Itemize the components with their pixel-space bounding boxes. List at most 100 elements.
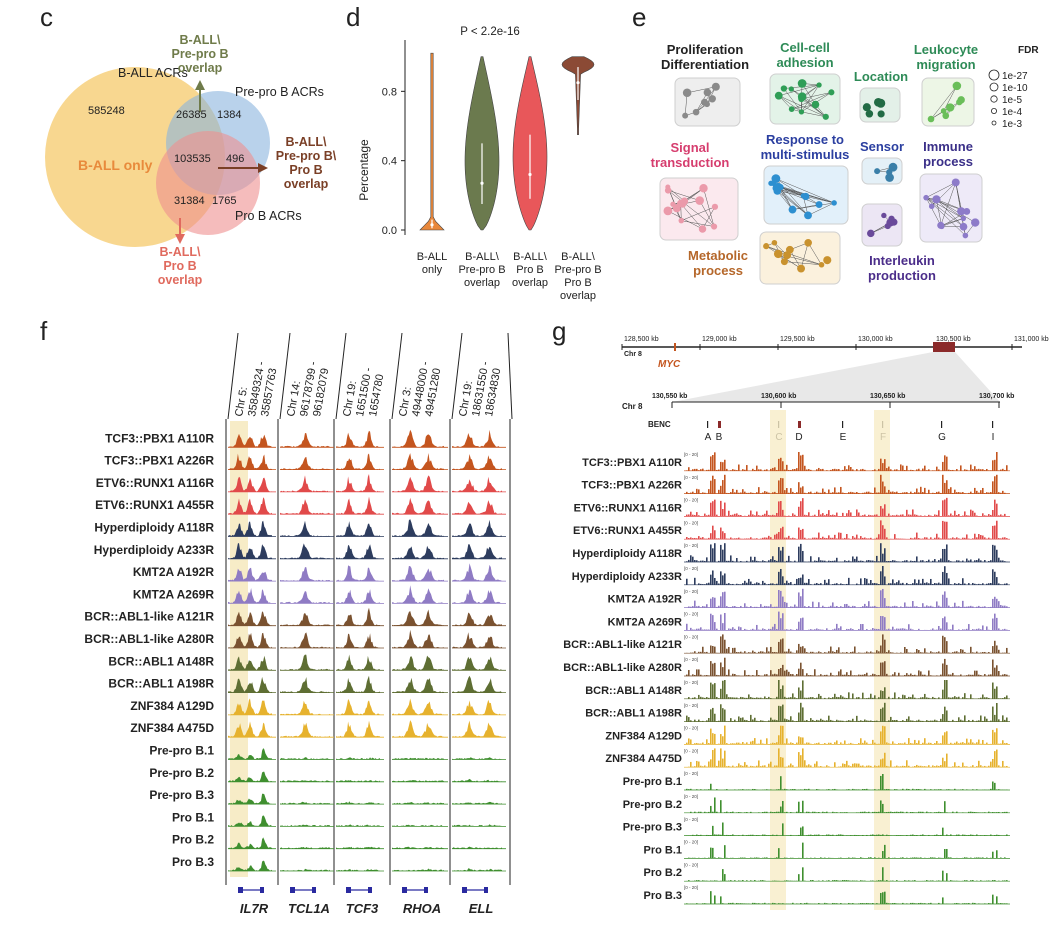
g-track-signal [962,762,964,768]
g-track-signal [946,710,948,722]
g-track-signal [888,489,890,494]
g-track-signal [870,651,872,654]
f-track-signal [392,475,444,492]
g-track-signal [938,651,940,654]
label-location: Location [854,69,908,84]
g-track-signal [764,561,766,562]
g-track-signal [840,903,842,904]
g-track-signal [720,461,722,471]
g-track-signal [850,491,852,494]
g-track-signal [858,789,860,790]
g-track-signal [716,628,718,631]
g-track-signal [942,689,944,699]
g-track-signal [822,675,824,676]
g-track-signal [916,903,918,904]
g-track-signal [1004,903,1006,904]
g-track-signal [792,743,794,745]
g-track-signal [762,651,764,654]
f-track-signal [280,654,330,671]
g-track-signal [1004,628,1006,631]
g-track-signal [916,488,918,494]
g-track-signal [874,652,876,654]
f-track-signal [336,699,380,715]
g-track-signal [900,698,902,699]
zoom-tick-label: 130,650 kb [870,393,905,400]
g-track-signal [800,618,802,631]
g-track-signal [724,725,726,745]
g-track-signal [988,492,990,494]
g-track-signal [876,492,878,494]
g-track-signal [848,577,850,585]
g-track-signal [754,515,756,517]
g-track-signal [716,880,718,882]
g-track-signal [792,537,794,540]
g-track-signal [828,606,830,608]
g-track-signal [776,834,778,836]
g-track-signal [966,515,968,517]
g-track-signal [900,743,902,745]
g-track-signal [820,674,822,676]
g-track-signal [772,834,774,836]
g-track-signal [976,651,978,654]
g-track-signal [816,583,818,585]
f-track-signal [336,846,380,849]
g-track-signal [998,649,1000,654]
g-track-signal [702,742,704,745]
g-track-signal [746,538,748,540]
x-tick-label: overlap [560,290,596,302]
g-track-signal [892,674,894,676]
g-track-signal [724,502,726,517]
g-track-signal [970,880,972,882]
g-track-signal [782,903,784,904]
g-track-signal [978,903,980,904]
f-track-signal [280,520,330,537]
g-track-signal [816,719,818,722]
g-track-signal [804,492,806,494]
g-track-signal [902,902,904,904]
g-track-signal [990,761,992,768]
g-track-signal [794,604,796,608]
g-track-signal [1006,538,1008,540]
g-track-signal [964,693,966,699]
g-track-signal [1004,583,1006,585]
g-track-signal [938,697,940,699]
g-track-signal [748,674,750,676]
g-track-signal [848,902,850,904]
g-track-signal [884,844,886,859]
g-track-signal [910,902,912,904]
g-track-signal [910,469,912,471]
g-track-signal [860,560,862,562]
g-track-signal [930,742,932,745]
g-track-signal [992,812,994,813]
g-track-signal [980,606,982,608]
g-track-signal [992,598,994,608]
g-track-signal [874,834,876,836]
g-track-signal [802,550,804,562]
g-track-signal [798,527,800,540]
g-track-signal [882,892,884,904]
g-track-signal [952,697,954,699]
g-track-signal [698,561,700,562]
g-track-signal [714,857,716,859]
g-track-signal [696,789,698,790]
g-track-signal [780,903,782,904]
g-track-signal [870,560,872,562]
g-track-signal [948,560,950,562]
g-track-signal [756,606,758,608]
g-track-signal [956,606,958,608]
g-track-signal [894,583,896,585]
g-track-signal [998,719,1000,722]
g-track-signal [818,693,820,699]
g-track-signal [800,903,802,904]
g-track-signal [696,880,698,882]
g-track-signal [986,468,988,471]
g-track-signal [1002,605,1004,608]
g-track-signal [874,695,876,699]
g-track-signal [790,674,792,676]
g-track-signal [798,687,800,699]
g-track-signal [832,560,834,562]
g-track-signal [836,675,838,676]
g-track-signal [992,544,994,562]
g-track-signal [954,788,956,790]
g-track-signal [744,670,746,676]
